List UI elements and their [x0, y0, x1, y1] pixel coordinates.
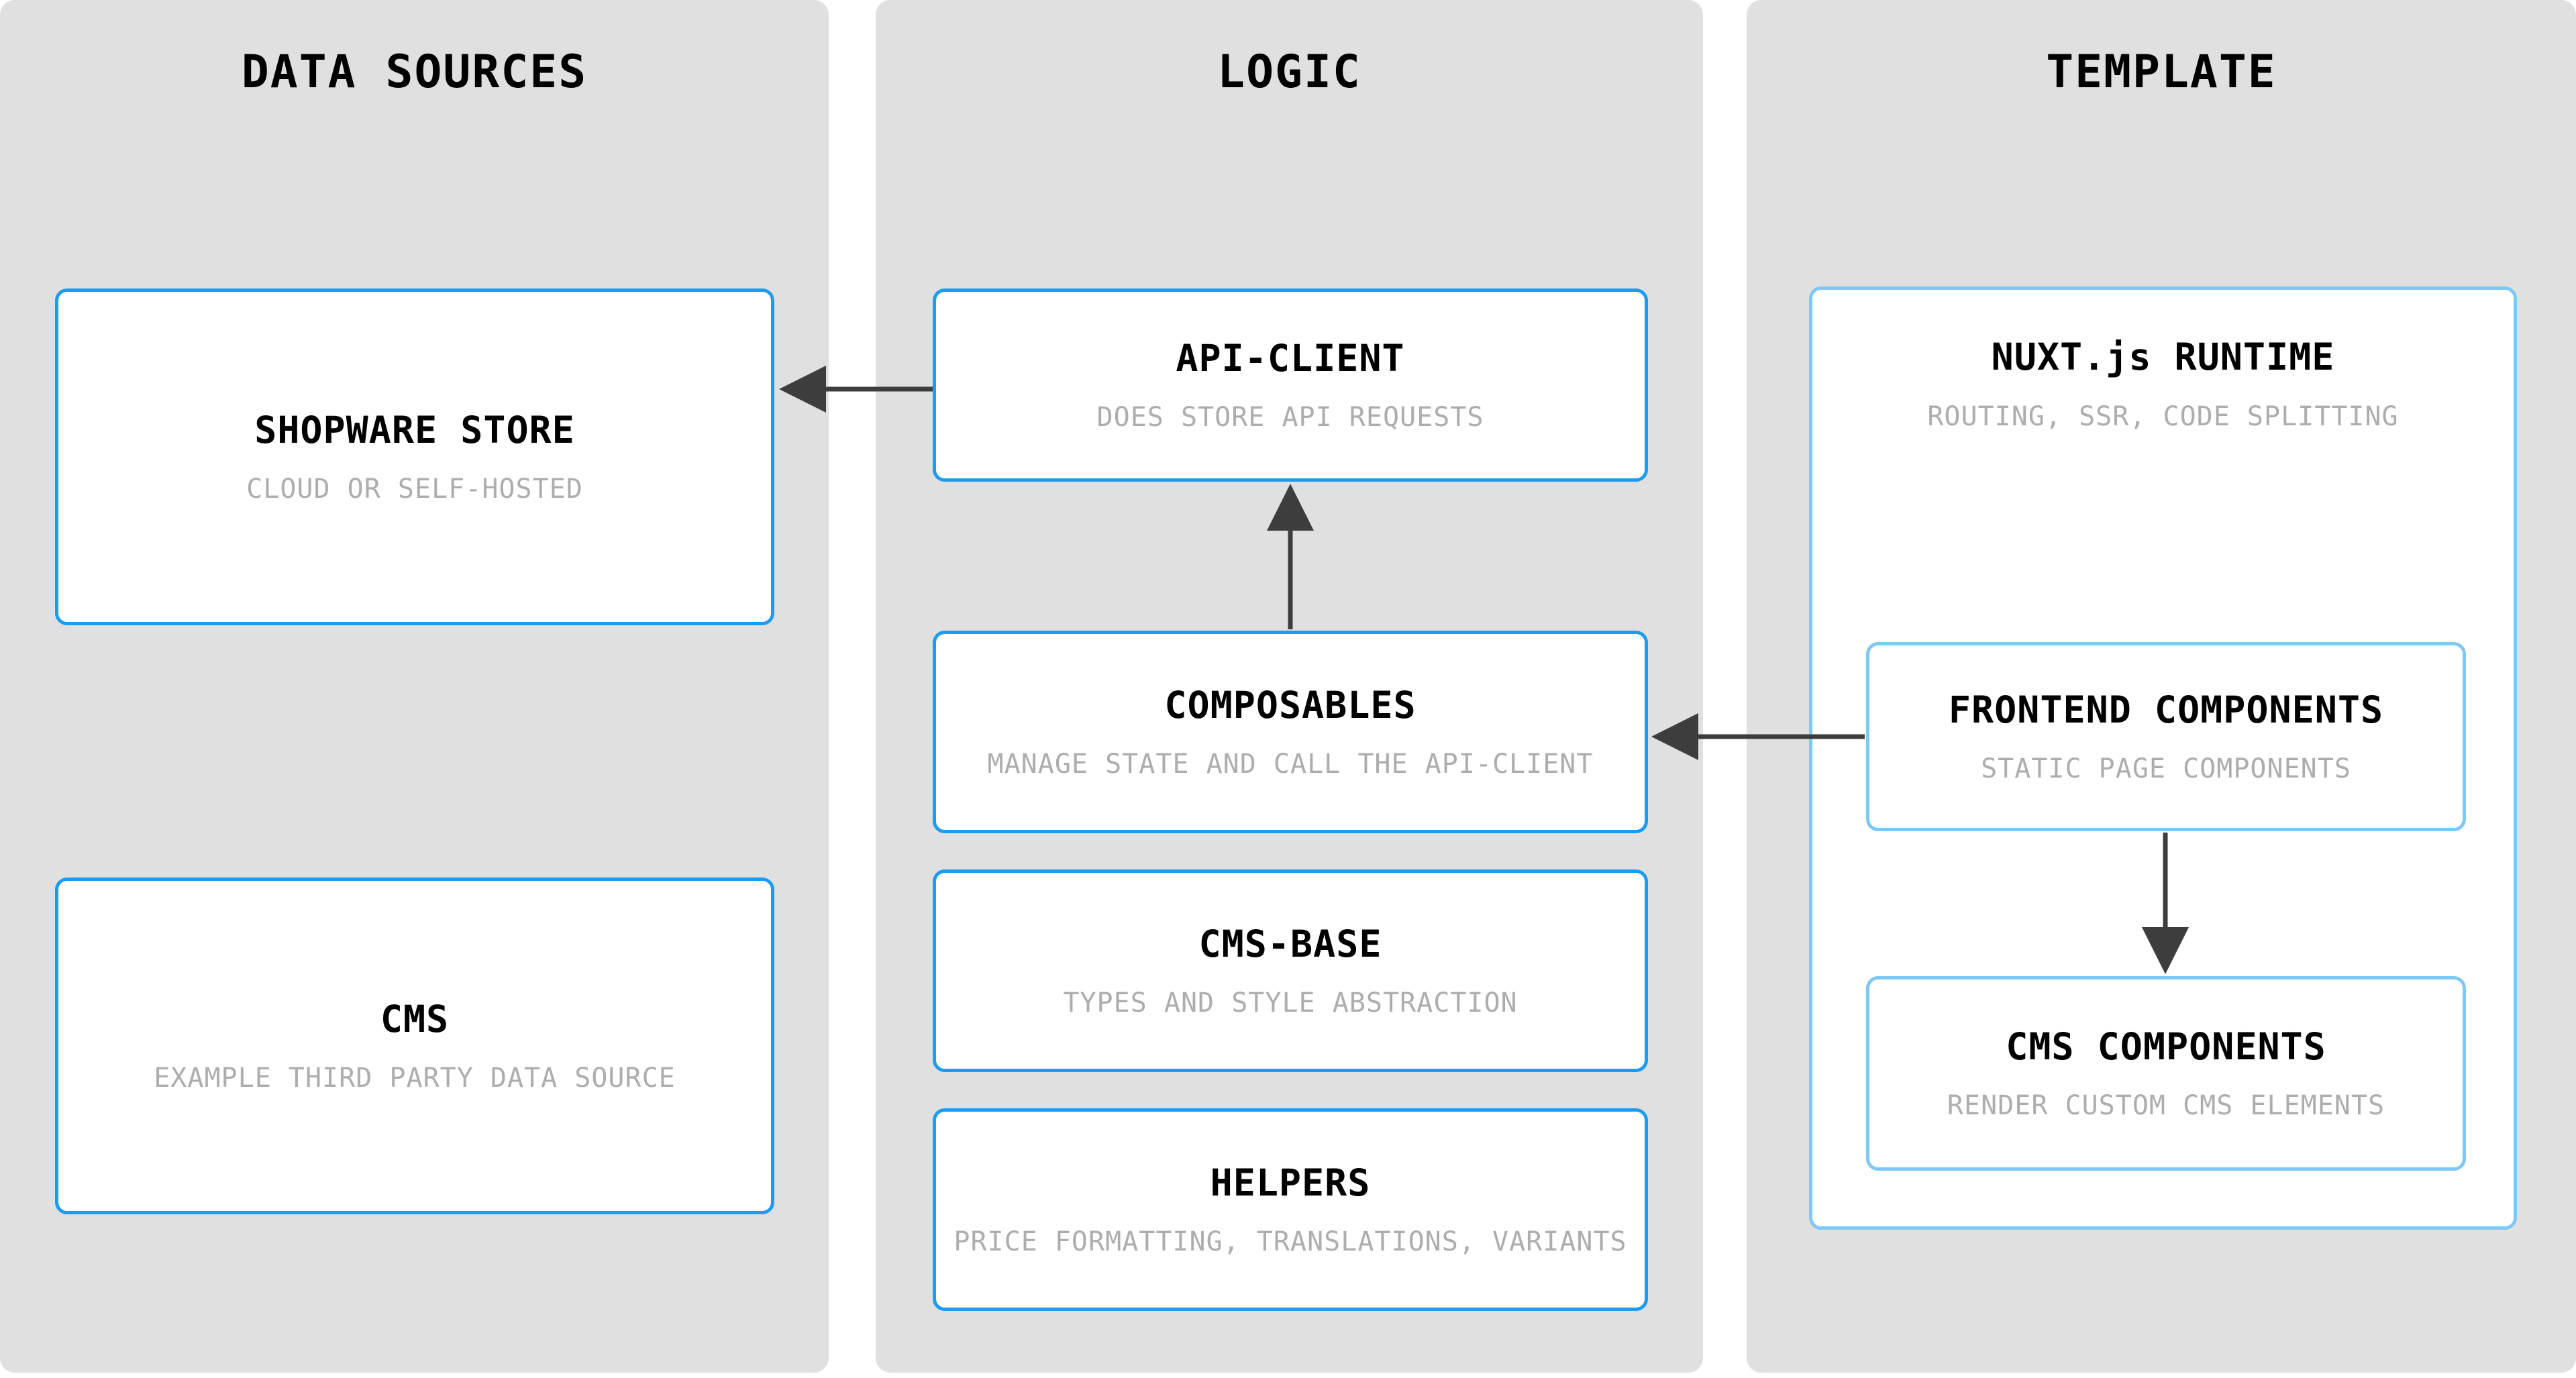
- node-title-nuxt-runtime: NUXT.js RUNTIME: [1991, 335, 2335, 378]
- node-title-cms: CMS: [380, 997, 450, 1041]
- node-title-api-client: API-CLIENT: [1176, 336, 1405, 380]
- node-cms[interactable]: CMS EXAMPLE THIRD PARTY DATA SOURCE: [55, 878, 774, 1214]
- node-shopware-store[interactable]: SHOPWARE STORE CLOUD OR SELF-HOSTED: [55, 288, 774, 625]
- node-subtitle-cms: EXAMPLE THIRD PARTY DATA SOURCE: [154, 1063, 676, 1094]
- node-title-helpers: HELPERS: [1210, 1161, 1371, 1204]
- column-title-data-sources: DATA SOURCES: [241, 46, 588, 99]
- node-title-shopware-store: SHOPWARE STORE: [254, 408, 575, 452]
- node-subtitle-composables: MANAGE STATE AND CALL THE API-CLIENT: [987, 749, 1594, 780]
- node-subtitle-nuxt-runtime: ROUTING, SSR, CODE SPLITTING: [1927, 401, 2399, 432]
- node-helpers[interactable]: HELPERS PRICE FORMATTING, TRANSLATIONS, …: [933, 1108, 1648, 1311]
- node-frontend-components[interactable]: FRONTEND COMPONENTS STATIC PAGE COMPONEN…: [1866, 642, 2466, 831]
- node-cms-components[interactable]: CMS COMPONENTS RENDER CUSTOM CMS ELEMENT…: [1866, 976, 2466, 1171]
- node-subtitle-frontend-components: STATIC PAGE COMPONENTS: [1981, 753, 2351, 785]
- node-api-client[interactable]: API-CLIENT DOES STORE API REQUESTS: [933, 288, 1648, 482]
- node-subtitle-api-client: DOES STORE API REQUESTS: [1096, 402, 1484, 433]
- node-cms-base[interactable]: CMS-BASE TYPES AND STYLE ABSTRACTION: [933, 869, 1648, 1072]
- node-subtitle-shopware-store: CLOUD OR SELF-HOSTED: [246, 474, 583, 505]
- column-title-template: TEMPLATE: [2046, 46, 2277, 99]
- node-composables[interactable]: COMPOSABLES MANAGE STATE AND CALL THE AP…: [933, 631, 1648, 833]
- node-subtitle-cms-base: TYPES AND STYLE ABSTRACTION: [1063, 988, 1518, 1019]
- node-subtitle-helpers: PRICE FORMATTING, TRANSLATIONS, VARIANTS: [954, 1226, 1627, 1258]
- node-title-frontend-components: FRONTEND COMPONENTS: [1948, 688, 2384, 731]
- node-title-composables: COMPOSABLES: [1164, 683, 1416, 727]
- node-title-cms-components: CMS COMPONENTS: [2006, 1024, 2326, 1068]
- column-title-logic: LOGIC: [1217, 46, 1361, 99]
- node-title-cms-base: CMS-BASE: [1198, 922, 1382, 965]
- node-subtitle-cms-components: RENDER CUSTOM CMS ELEMENTS: [1947, 1090, 2385, 1122]
